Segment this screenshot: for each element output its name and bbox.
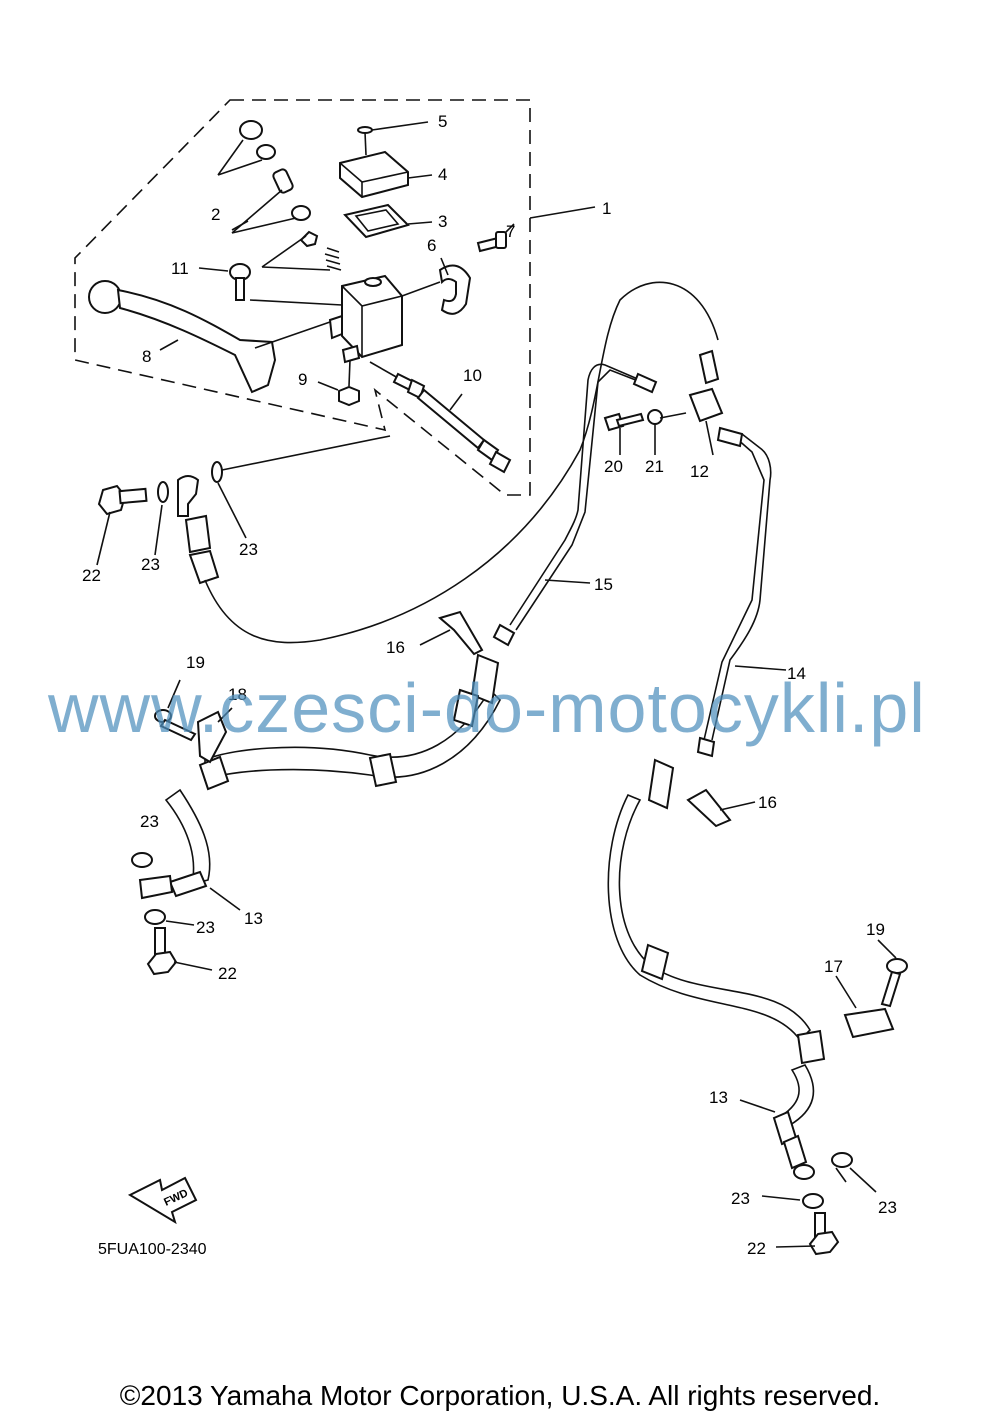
brake-pipe-part-14 bbox=[696, 426, 787, 758]
callout-23-right-a: 23 bbox=[878, 1198, 897, 1217]
callout-11: 11 bbox=[171, 259, 189, 278]
diaphragm-part-3 bbox=[343, 203, 433, 239]
callout-23-upper-a: 23 bbox=[141, 555, 160, 574]
callout-5: 5 bbox=[438, 112, 447, 131]
brake-switch-part-10 bbox=[369, 361, 512, 474]
nut-part-9 bbox=[317, 359, 360, 407]
clip-part-16-upper bbox=[419, 610, 484, 656]
callout-2: 2 bbox=[211, 205, 220, 224]
leader-1 bbox=[529, 206, 596, 219]
callout-16-upper: 16 bbox=[386, 638, 405, 657]
clip-part-18 bbox=[196, 707, 233, 764]
callout-1: 1 bbox=[602, 199, 611, 218]
brake-hose-part-13-right bbox=[607, 758, 877, 1256]
callout-6: 6 bbox=[427, 236, 436, 255]
callout-22-upper: 22 bbox=[82, 566, 101, 585]
bracket-part-6 bbox=[438, 257, 472, 315]
callout-13-right: 13 bbox=[709, 1088, 728, 1107]
copyright: ©2013 Yamaha Motor Corporation, U.S.A. A… bbox=[119, 1380, 881, 1411]
clip-part-17 bbox=[835, 975, 895, 1039]
callout-16-lower: 16 bbox=[758, 793, 777, 812]
callout-22-left: 22 bbox=[218, 964, 237, 983]
callout-3: 3 bbox=[438, 212, 447, 231]
callout-22-right: 22 bbox=[747, 1239, 766, 1258]
callout-23-right-b: 23 bbox=[731, 1189, 750, 1208]
callout-23-upper-b: 23 bbox=[239, 540, 258, 559]
fwd-arrow-icon: FWD bbox=[127, 1176, 198, 1225]
callout-20: 20 bbox=[604, 457, 623, 476]
bolt-part-19-right bbox=[877, 939, 908, 1008]
callout-13-left: 13 bbox=[244, 909, 263, 928]
master-cylinder-body bbox=[249, 274, 441, 364]
callout-19-left: 19 bbox=[186, 653, 205, 672]
callout-21: 21 bbox=[645, 457, 664, 476]
bolt-part-19-left bbox=[154, 679, 197, 742]
junction-block-part-12 bbox=[603, 349, 724, 456]
piston-kit-part-2 bbox=[217, 120, 342, 271]
callout-15: 15 bbox=[594, 575, 613, 594]
diagram-code: 5FUA100-2340 bbox=[98, 1241, 207, 1258]
brake-hose-part-13-left bbox=[131, 653, 501, 976]
assembly-boundary bbox=[74, 99, 531, 496]
brake-pipe-part-15 bbox=[492, 363, 658, 647]
callout-23-left-b: 23 bbox=[196, 918, 215, 937]
callout-10: 10 bbox=[463, 366, 482, 385]
callout-17: 17 bbox=[824, 957, 843, 976]
callout-9: 9 bbox=[298, 370, 307, 389]
bolt-part-7 bbox=[476, 223, 515, 253]
watermark: www.czesci-do-motocykli.pl bbox=[48, 669, 926, 747]
callout-12: 12 bbox=[690, 462, 709, 481]
callout-18: 18 bbox=[228, 685, 247, 704]
upper-banjo-assembly bbox=[96, 435, 391, 585]
callout-4: 4 bbox=[438, 165, 447, 184]
callout-7: 7 bbox=[506, 222, 515, 241]
callout-14: 14 bbox=[787, 664, 806, 683]
callout-8: 8 bbox=[142, 347, 151, 366]
callout-19-right: 19 bbox=[866, 920, 885, 939]
screw-part-5 bbox=[357, 121, 429, 156]
clip-part-16-lower bbox=[686, 788, 756, 828]
reservoir-cap-part-4 bbox=[339, 150, 433, 199]
callout-23-left-a: 23 bbox=[140, 812, 159, 831]
pivot-bolt-part-11 bbox=[198, 263, 251, 301]
upper-brake-hose bbox=[204, 281, 719, 644]
brake-lever-part-8 bbox=[88, 280, 331, 394]
